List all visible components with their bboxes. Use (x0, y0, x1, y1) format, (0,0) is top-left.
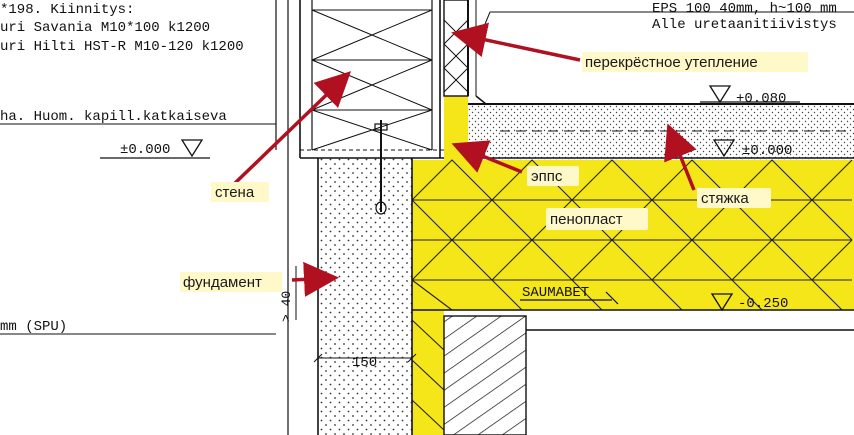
arrow-epps (451, 140, 523, 174)
level-minus: -0.250 (738, 296, 788, 312)
foam-insulation-layer (411, 96, 854, 435)
level-zero-right: ±0.000 (742, 143, 792, 159)
annotation-arrows (230, 22, 697, 297)
eps-line-2: Alle uretaanitiivistys (652, 17, 837, 33)
spu-label: mm (SPU) (0, 319, 67, 335)
spec-line-2: uri Savania M10*100 k1200 (0, 20, 210, 36)
label-screed: стяжка (701, 190, 749, 207)
dimension-lines (0, 266, 417, 366)
arrow-cross-insulation (451, 22, 581, 62)
label-foundation: фундамент (183, 274, 262, 291)
label-epps: эппс (531, 168, 563, 185)
arrow-foundation (291, 261, 339, 297)
arrow-screed (664, 123, 697, 191)
level-plus: +0.080 (736, 91, 786, 107)
spec-line-3: uri Hilti HST-R M10-120 k1200 (0, 39, 244, 55)
label-wall: стена (215, 184, 255, 201)
label-cross-insulation: перекрёстное утепление (585, 54, 758, 71)
level-markers (100, 85, 800, 312)
screed-slab (468, 103, 854, 160)
eps-line-1: EPS 100 40mm, h~100 mm (652, 1, 837, 17)
spec-line-1: *198. Kiinnitys: (0, 2, 134, 18)
spec-line-4: ha. Huom. kapill.katkaiseva (0, 109, 227, 125)
arrow-wall (230, 71, 352, 188)
level-zero-left: ±0.000 (120, 142, 170, 158)
dimension-150: 150 (352, 355, 377, 371)
saumabet-label: SAUMABET (522, 285, 589, 301)
lower-concrete-hatch (443, 315, 854, 435)
dimension-40: > 40 (279, 291, 294, 322)
annotation-labels: перекрёстное утепление стена эппс стяжка… (180, 52, 808, 292)
label-foam: пенопласт (550, 211, 623, 228)
